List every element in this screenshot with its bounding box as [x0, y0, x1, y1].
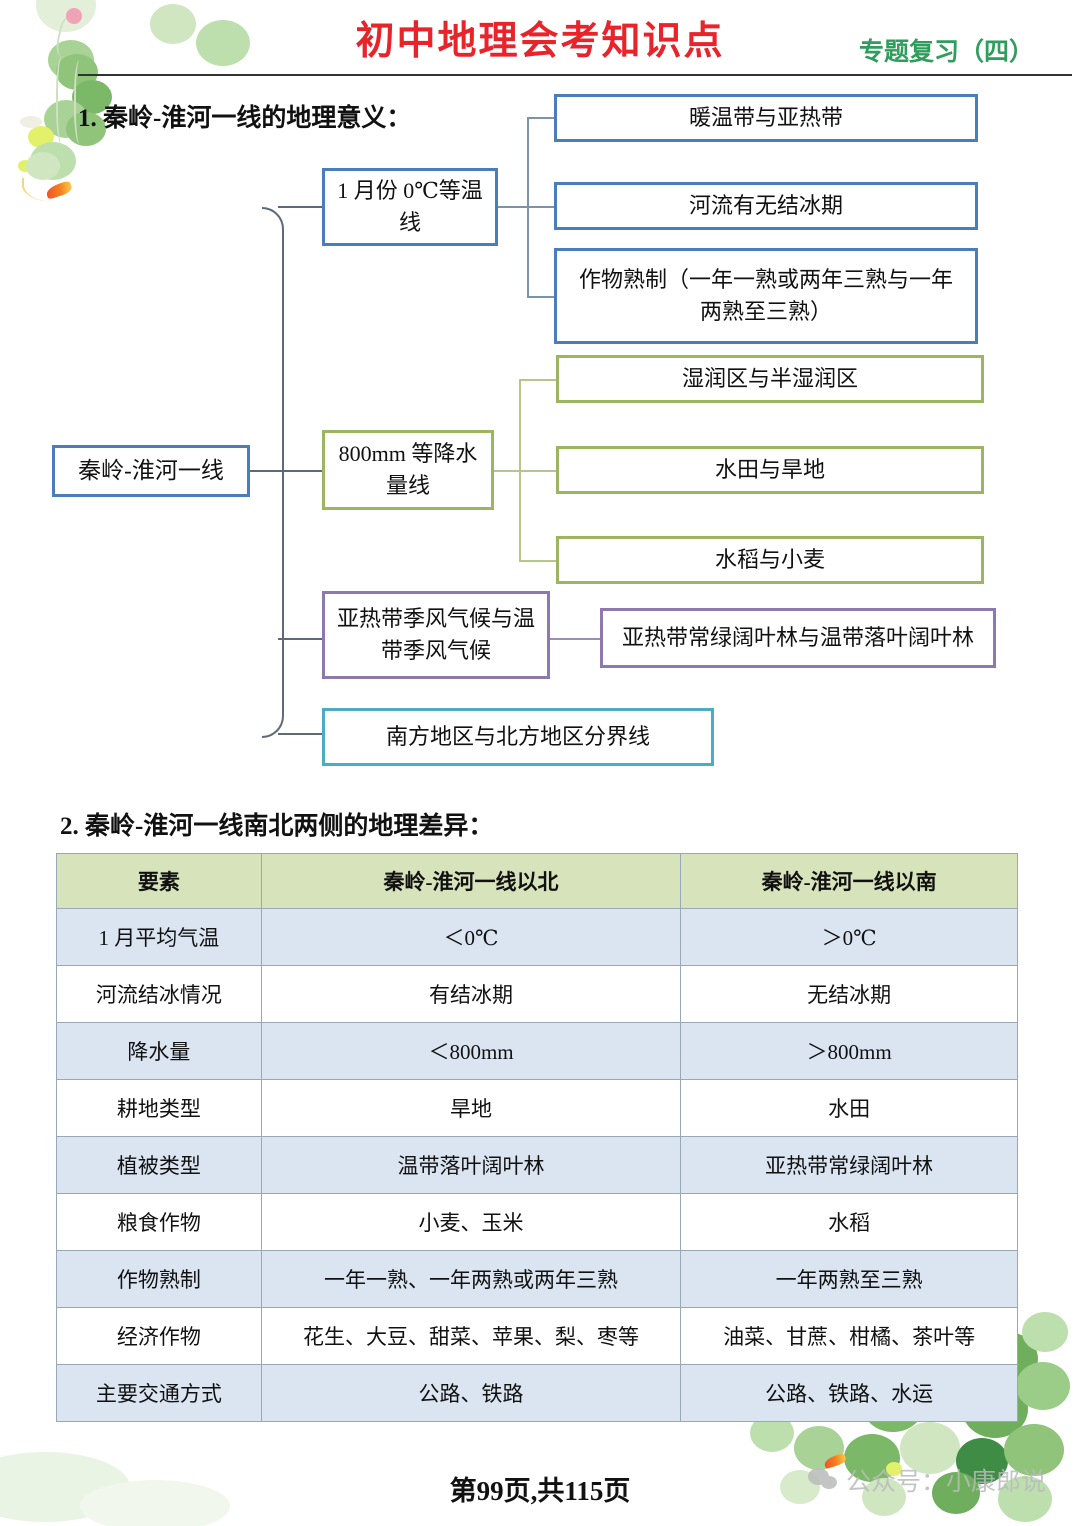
- branch-1-child-stub-1: [527, 117, 557, 119]
- table-row: 河流结冰情况 有结冰期 无结冰期: [56, 965, 1018, 1023]
- table-cell-factor: 1 月平均气温: [56, 908, 262, 966]
- table-row: 主要交通方式 公路、铁路 公路、铁路、水运: [56, 1364, 1018, 1422]
- table-cell-factor: 粮食作物: [56, 1193, 262, 1251]
- branch-2-child-stub-2: [519, 470, 557, 472]
- table-row: 降水量 ＜800mm ＞800mm: [56, 1022, 1018, 1080]
- table-cell-factor: 主要交通方式: [56, 1364, 262, 1422]
- table-cell-south: 油菜、甘蔗、柑橘、茶叶等: [680, 1307, 1018, 1365]
- header-divider: [78, 74, 1072, 76]
- wechat-watermark: 公众号：小康郎说: [807, 1462, 1046, 1498]
- table-header-row: 要素 秦岭-淮河一线以北 秦岭-淮河一线以南: [56, 853, 1018, 909]
- branch-2-connector-stub: [494, 470, 520, 472]
- branch-3-connector-stub: [550, 638, 602, 640]
- table-cell-south: 公路、铁路、水运: [680, 1364, 1018, 1422]
- table-cell-factor: 作物熟制: [56, 1250, 262, 1308]
- table-cell-north: 一年一熟、一年两熟或两年三熟: [260, 1250, 682, 1308]
- root-branch-stub-2: [278, 470, 322, 472]
- geography-difference-table: 要素 秦岭-淮河一线以北 秦岭-淮河一线以南 1 月平均气温 ＜0℃ ＞0℃ 河…: [56, 853, 1018, 1422]
- header-subject-tag: 专题复习（四）: [858, 39, 1034, 66]
- branch-1-child-stub-2: [527, 206, 557, 208]
- table-header-cell: 要素: [56, 853, 262, 909]
- watermark-text: 公众号：小康郎说: [845, 1468, 1046, 1496]
- branch-1-connector-stub: [498, 206, 528, 208]
- section-2-heading: 2. 秦岭-淮河一线南北两侧的地理差异：: [60, 813, 494, 840]
- table-row: 作物熟制 一年一熟、一年两熟或两年三熟 一年两熟至三熟: [56, 1250, 1018, 1308]
- mindmap-leaf-node[interactable]: 湿润区与半湿润区: [556, 355, 984, 403]
- table-header-cell: 秦岭-淮河一线以北: [260, 853, 682, 909]
- mindmap-branch-2-node[interactable]: 800mm 等降水量线: [322, 430, 494, 510]
- table-row: 植被类型 温带落叶阔叶林 亚热带常绿阔叶林: [56, 1136, 1018, 1194]
- table-cell-factor: 降水量: [56, 1022, 262, 1080]
- table-cell-north: 公路、铁路: [260, 1364, 682, 1422]
- mindmap-root-node[interactable]: 秦岭-淮河一线: [52, 445, 250, 497]
- root-branch-stub-1: [278, 206, 322, 208]
- page-title: 初中地理会考知识点: [355, 20, 725, 63]
- wechat-icon: [807, 1468, 838, 1492]
- mindmap-branch-3-node[interactable]: 亚热带季风气候与温带季风气候: [322, 591, 550, 679]
- mindmap-leaf-node[interactable]: 暖温带与亚热带: [554, 94, 978, 142]
- table-cell-factor: 经济作物: [56, 1307, 262, 1365]
- table-row: 粮食作物 小麦、玉米 水稻: [56, 1193, 1018, 1251]
- mindmap-leaf-node[interactable]: 水田与旱地: [556, 446, 984, 494]
- table-cell-factor: 耕地类型: [56, 1079, 262, 1137]
- table-cell-north: ＜0℃: [260, 908, 682, 966]
- mindmap-leaf-node[interactable]: 亚热带常绿阔叶林与温带落叶阔叶林: [600, 608, 996, 668]
- table-cell-south: ＞0℃: [680, 908, 1018, 966]
- branch-2-child-stub-1: [519, 379, 557, 381]
- table-cell-south: 亚热带常绿阔叶林: [680, 1136, 1018, 1194]
- branch-1-child-stub-3: [527, 296, 557, 298]
- root-branch-stub-4: [278, 733, 322, 735]
- mindmap-leaf-node[interactable]: 水稻与小麦: [556, 536, 984, 584]
- table-cell-north: 花生、大豆、甜菜、苹果、梨、枣等: [260, 1307, 682, 1365]
- table-cell-north: 小麦、玉米: [260, 1193, 682, 1251]
- table-cell-north: 温带落叶阔叶林: [260, 1136, 682, 1194]
- mindmap-branch-1-node[interactable]: 1 月份 0℃等温线: [322, 168, 498, 246]
- table-cell-south: 一年两熟至三熟: [680, 1250, 1018, 1308]
- table-cell-south: ＞800mm: [680, 1022, 1018, 1080]
- table-row: 经济作物 花生、大豆、甜菜、苹果、梨、枣等 油菜、甘蔗、柑橘、茶叶等: [56, 1307, 1018, 1365]
- mindmap-branch-4-node[interactable]: 南方地区与北方地区分界线: [322, 708, 714, 766]
- table-row: 耕地类型 旱地 水田: [56, 1079, 1018, 1137]
- table-cell-factor: 河流结冰情况: [56, 965, 262, 1023]
- page-number-label: 第99页,共115页: [449, 1476, 631, 1506]
- table-cell-north: 有结冰期: [260, 965, 682, 1023]
- branch-2-child-stub-3: [519, 560, 557, 562]
- table-cell-south: 水稻: [680, 1193, 1018, 1251]
- table-row: 1 月平均气温 ＜0℃ ＞0℃: [56, 908, 1018, 966]
- mind-map-diagram: 秦岭-淮河一线 1 月份 0℃等温线 暖温带与亚热带 河流有无结冰期 作物熟制（…: [0, 90, 1080, 800]
- table-cell-north: ＜800mm: [260, 1022, 682, 1080]
- mindmap-leaf-node[interactable]: 河流有无结冰期: [554, 182, 978, 230]
- table-header-cell: 秦岭-淮河一线以南: [680, 853, 1018, 909]
- table-cell-south: 水田: [680, 1079, 1018, 1137]
- root-branch-stub-3: [278, 638, 322, 640]
- lotus-decoration-bottom-left: [0, 1406, 250, 1526]
- table-cell-north: 旱地: [260, 1079, 682, 1137]
- root-connector-bracket: [262, 207, 284, 738]
- mindmap-leaf-node[interactable]: 作物熟制（一年一熟或两年三熟与一年两熟至三熟）: [554, 248, 978, 344]
- table-cell-south: 无结冰期: [680, 965, 1018, 1023]
- root-connector-stub: [250, 470, 278, 472]
- page-header: 初中地理会考知识点 专题复习（四）: [0, 0, 1080, 84]
- section-1-heading: 1. 秦岭-淮河一线的地理意义：: [78, 105, 412, 132]
- table-cell-factor: 植被类型: [56, 1136, 262, 1194]
